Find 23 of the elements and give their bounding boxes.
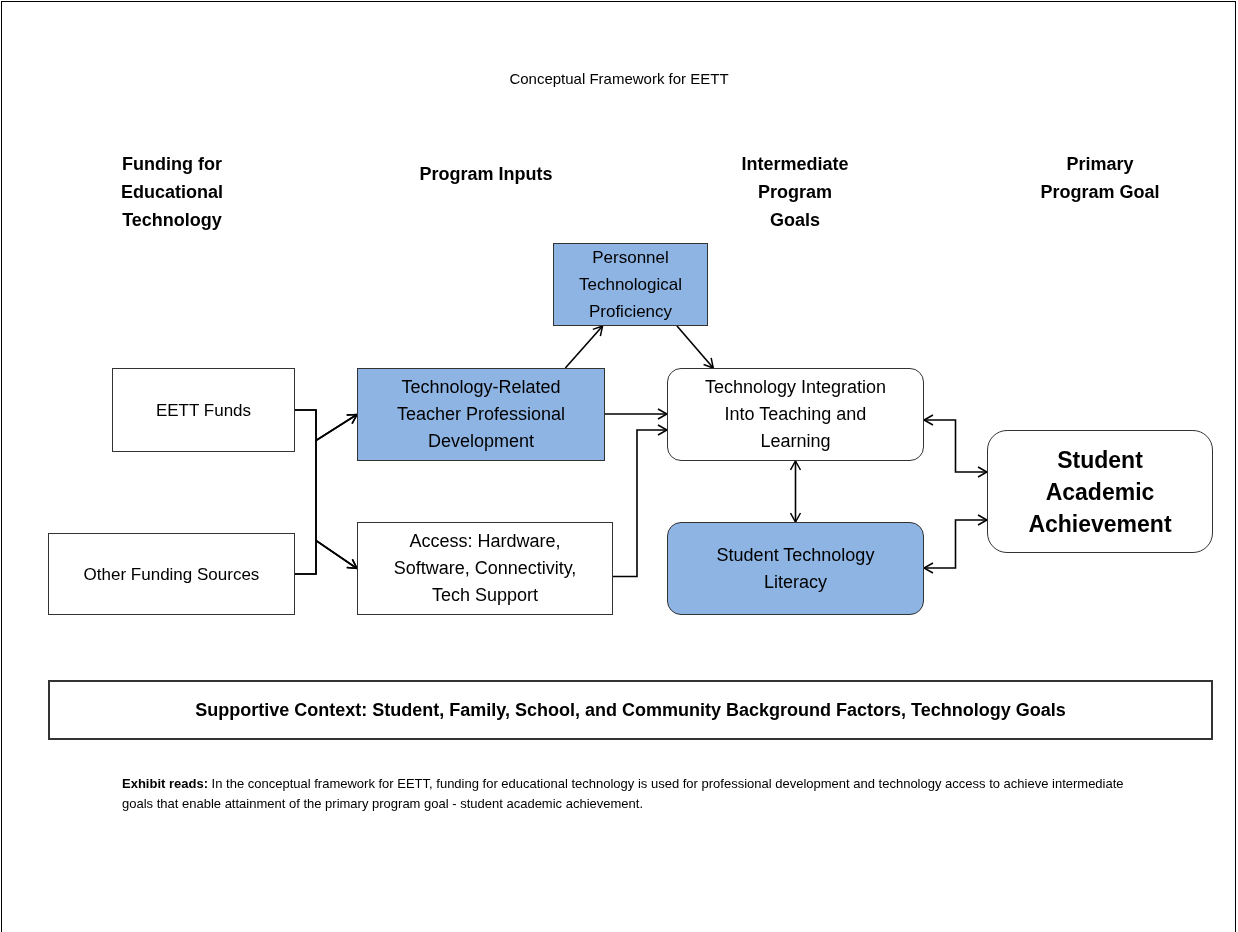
column-heading: Program Inputs — [418, 163, 554, 186]
arrow — [676, 325, 715, 369]
title: Conceptual Framework for EETT — [508, 69, 730, 89]
context-bar: Supportive Context: Student, Family, School, and Community Background Factors, Technology Goals — [48, 680, 1213, 740]
arrow — [923, 514, 988, 574]
caption: Exhibit reads: In the conceptual framework for EETT, funding for educational technology is used for professional development and technology access to achieve intermediate goals that enable attainment of the primary program goal - student academic achievement. — [122, 775, 1125, 813]
arrow — [564, 325, 604, 369]
column-heading: Primary Program Goal — [1039, 153, 1161, 204]
column-heading: Intermediate Program Goals — [740, 153, 850, 232]
arrow — [789, 460, 802, 523]
primary-goal-box: Student Academic Achievement — [987, 430, 1213, 553]
arrow — [923, 414, 988, 478]
arrow — [612, 424, 668, 578]
funding-box: Other Funding Sources — [48, 533, 295, 615]
column-heading: Funding for Educational Technology — [120, 153, 224, 232]
arrow — [604, 408, 668, 420]
input-box: Technology-Related Teacher Professional Development — [357, 368, 605, 461]
goal-box: Student Technology Literacy — [667, 522, 924, 615]
funding-box: EETT Funds — [112, 368, 295, 452]
input-box: Personnel Technological Proficiency — [553, 243, 708, 326]
input-box: Access: Hardware, Software, Connectivity, Tech Support — [357, 522, 613, 615]
goal-box: Technology Integration Into Teaching and Learning — [667, 368, 924, 461]
arrow — [294, 539, 358, 575]
